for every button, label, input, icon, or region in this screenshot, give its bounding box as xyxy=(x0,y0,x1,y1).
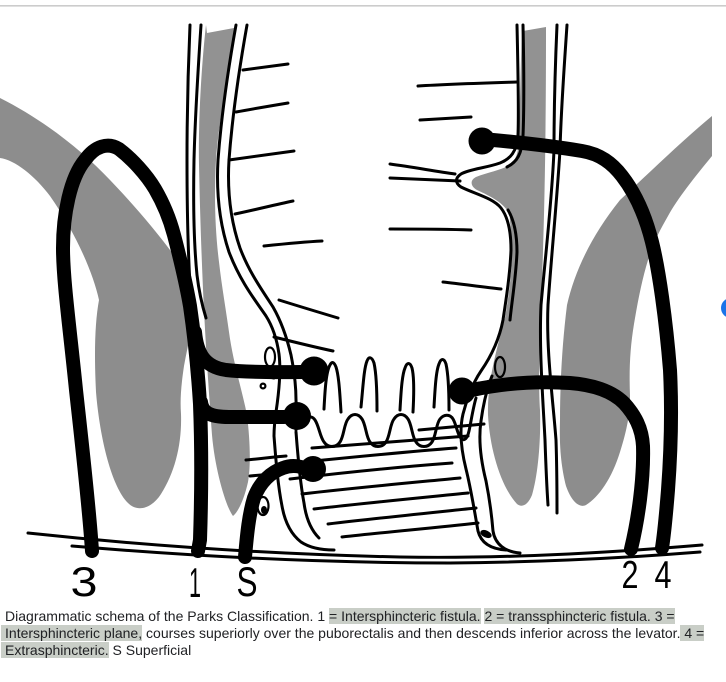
svg-text:S: S xyxy=(237,558,258,600)
svg-text:4: 4 xyxy=(655,554,672,597)
svg-text:3: 3 xyxy=(71,558,98,600)
svg-text:2: 2 xyxy=(622,554,639,597)
svg-text:1: 1 xyxy=(189,559,201,600)
